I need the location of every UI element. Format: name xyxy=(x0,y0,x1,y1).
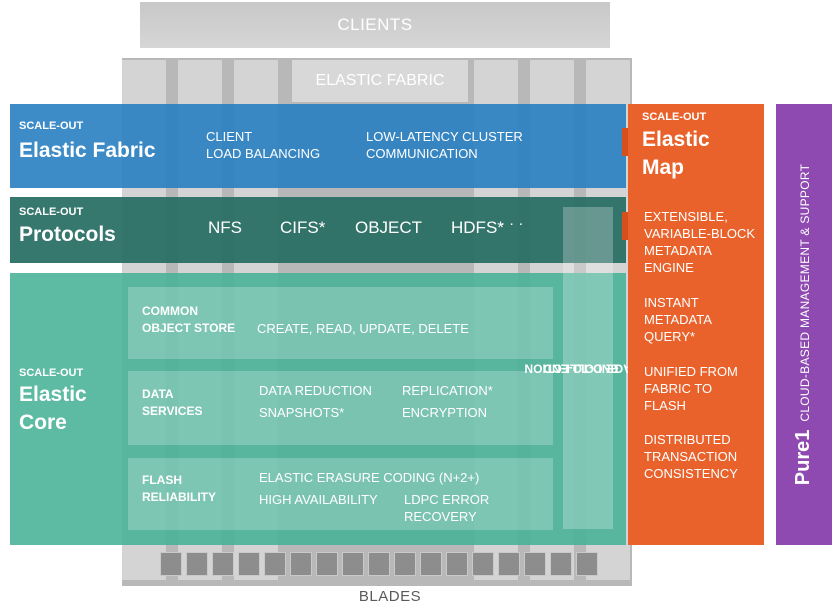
title-line: Elastic xyxy=(642,128,710,151)
pure1-logo: Pure1 xyxy=(792,429,815,486)
title-line: FLASH xyxy=(142,473,182,487)
pure1-label: Pure1 CLOUD-BASED MANAGEMENT & SUPPORT xyxy=(793,164,816,485)
elastic-core-layer: SCALE-OUT Elastic Core COMMON OBJECT STO… xyxy=(10,273,626,545)
title-line: DATA xyxy=(142,387,174,401)
text-line: QUERY* xyxy=(644,329,696,344)
text-line: COMMUNICATION xyxy=(366,146,478,161)
title-line: RELIABILITY xyxy=(142,490,216,504)
layer-tag: SCALE-OUT xyxy=(19,367,84,379)
text-line: METADATA xyxy=(644,243,712,258)
protocol-cifs: CIFS* xyxy=(280,218,326,237)
protocol-nfs: NFS xyxy=(208,218,242,237)
panel-text: REPLICATION* xyxy=(402,383,493,398)
panel-text: DATA REDUCTION xyxy=(259,383,372,398)
panel-title: FLASH RELIABILITY xyxy=(142,472,216,506)
panel-title: DATA SERVICES xyxy=(142,386,202,420)
flash-reliability-panel: FLASH RELIABILITY ELASTIC ERASURE CODING… xyxy=(128,458,553,530)
blade-chip xyxy=(420,552,442,576)
text-line: LOW-LATENCY CLUSTER xyxy=(366,129,523,144)
map-tag: SCALE-OUT xyxy=(642,111,707,123)
layer-tag: SCALE-OUT xyxy=(19,206,84,218)
map-feature-1: EXTENSIBLE, VARIABLE-BLOCK METADATA ENGI… xyxy=(644,208,755,276)
panel-text: CREATE, READ, UPDATE, DELETE xyxy=(257,321,469,336)
clients-bar: CLIENTS xyxy=(140,2,610,48)
layer-title: Elastic Fabric xyxy=(19,139,156,162)
blade-chip xyxy=(290,552,312,576)
blade-chip xyxy=(498,552,520,576)
layer-tag: SCALE-OUT xyxy=(19,120,84,132)
more-protocols: · · · xyxy=(500,215,524,232)
blade-chip xyxy=(446,552,468,576)
blade-chip xyxy=(472,552,494,576)
text-line: UNIFIED FROM xyxy=(644,364,738,379)
text-line: LOAD BALANCING xyxy=(206,146,321,161)
title-line: OBJECT STORE xyxy=(142,321,236,335)
map-feature-4: DISTRIBUTED TRANSACTION CONSISTENCY xyxy=(644,431,738,482)
text-line: METADATA xyxy=(644,312,712,327)
text-line: FABRIC TO xyxy=(644,381,713,396)
blade-chip xyxy=(160,552,182,576)
text-line: TRANSACTION xyxy=(644,449,738,464)
elastic-fabric-layer: SCALE-OUT Elastic Fabric CLIENT LOAD BAL… xyxy=(10,104,626,188)
protocols-layer: SCALE-OUT Protocols NFS CIFS* OBJECT HDF… xyxy=(10,197,626,263)
panel-text: LDPC ERROR RECOVERY xyxy=(404,492,490,524)
elastic-fabric-bar: ELASTIC FABRIC xyxy=(292,60,468,102)
panel-text: HIGH AVAILABILITY xyxy=(259,492,378,507)
blade-chip xyxy=(368,552,390,576)
blade-chip xyxy=(238,552,260,576)
map-title: Elastic Map xyxy=(642,126,710,182)
elastic-map-column: SCALE-OUT Elastic Map EXTENSIBLE, VARIAB… xyxy=(628,104,764,545)
map-feature-2: INSTANT METADATA QUERY* xyxy=(644,294,712,345)
client-load-balancing: CLIENT LOAD BALANCING xyxy=(206,128,320,162)
blade-chip xyxy=(550,552,572,576)
title-line: Map xyxy=(642,156,684,179)
panel-text: ENCRYPTION xyxy=(402,405,487,420)
blade-chip xyxy=(212,552,234,576)
blade-chip xyxy=(264,552,286,576)
text-line: EXTENSIBLE, xyxy=(644,209,728,224)
text-line: ENGINE xyxy=(644,260,694,275)
pure1-text: CLOUD-BASED MANAGEMENT & SUPPORT xyxy=(798,163,813,422)
text-line: VARIABLE-BLOCK xyxy=(644,226,756,241)
text-line: INSTANT xyxy=(644,295,699,310)
blade-chip xyxy=(316,552,338,576)
title-line: COMMON xyxy=(142,304,198,318)
common-object-store-panel: COMMON OBJECT STORE CREATE, READ, UPDATE… xyxy=(128,287,553,359)
title-line: SERVICES xyxy=(142,404,203,418)
panel-title: COMMON OBJECT STORE xyxy=(142,303,235,337)
blade-chip xyxy=(394,552,416,576)
blade-chip xyxy=(342,552,364,576)
pure1-column: Pure1 CLOUD-BASED MANAGEMENT & SUPPORT xyxy=(776,104,832,545)
cluster-communication: LOW-LATENCY CLUSTER COMMUNICATION xyxy=(366,128,523,162)
layer-title: Elastic Core xyxy=(19,381,87,437)
blade-chip xyxy=(524,552,546,576)
text-line: CONSISTENCY xyxy=(644,466,738,481)
map-feature-3: UNIFIED FROM FABRIC TO FLASH xyxy=(644,363,738,414)
blade-chip xyxy=(186,552,208,576)
blades-label: BLADES xyxy=(358,588,422,605)
layer-title: Protocols xyxy=(19,223,116,246)
panel-text: SNAPSHOTS* xyxy=(259,405,345,420)
protocol-object: OBJECT xyxy=(355,218,423,237)
text-line: CLIENT xyxy=(206,129,253,144)
title-line: Core xyxy=(19,411,67,434)
text-line: DISTRIBUTED xyxy=(644,432,731,447)
panel-text: ELASTIC ERASURE CODING (N+2+) xyxy=(259,470,480,485)
protocol-hdfs: HDFS* xyxy=(451,218,504,237)
blade-chip xyxy=(576,552,598,576)
title-line: Elastic xyxy=(19,383,87,406)
data-services-panel: DATA SERVICES DATA REDUCTION REPLICATION… xyxy=(128,371,553,445)
text-line: FLASH xyxy=(644,398,686,413)
pure1-label-wrap: Pure1 CLOUD-BASED MANAGEMENT & SUPPORT xyxy=(776,104,832,545)
garbage-collection-bar xyxy=(563,207,613,529)
